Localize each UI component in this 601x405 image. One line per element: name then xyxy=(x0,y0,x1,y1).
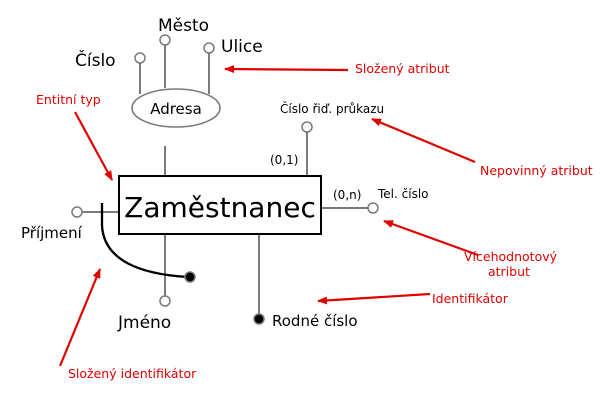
optional-attr-note: Nepovinný atribut xyxy=(480,163,593,178)
entity-box xyxy=(118,175,322,235)
ulice-circle xyxy=(203,42,215,54)
first-name-label: Jméno xyxy=(117,313,171,333)
multivalued-attr-arrow xyxy=(383,219,479,257)
optional-attr-cardinality: (0,1) xyxy=(270,153,298,167)
composite-identifier-curve xyxy=(100,203,189,279)
composite-attr-note: Složený atribut xyxy=(355,61,450,76)
composite-attr-arrow xyxy=(224,65,349,74)
multivalued-attr-note-line2: atribut xyxy=(488,264,530,279)
composite-identifier-arrow xyxy=(58,268,102,367)
mesto-circle xyxy=(159,34,171,46)
cislo-circle xyxy=(134,52,146,64)
surname-label: Příjmení xyxy=(21,224,83,242)
identifier-label: Rodné číslo xyxy=(272,312,358,330)
surname-circle xyxy=(71,206,83,218)
entity-type-note: Entitní typ xyxy=(36,92,101,107)
first-name-circle xyxy=(159,295,171,307)
ulice-label: Ulice xyxy=(221,37,263,57)
multivalued-attr-circle xyxy=(367,202,379,214)
identifier-arrow xyxy=(317,292,431,305)
identifier-note: Identifikátor xyxy=(432,291,509,306)
entity-type-arrow xyxy=(74,111,113,181)
multivalued-attr-note-line1: Vícehodnotový xyxy=(464,249,558,264)
composite-identifier-note: Složený identifikátor xyxy=(68,366,197,381)
cislo-label: Číslo xyxy=(75,49,116,71)
multivalued-attr-label: Tel. číslo xyxy=(377,187,429,201)
multivalued-attr-cardinality: (0,n) xyxy=(333,188,361,202)
composite-identifier-dot xyxy=(184,271,196,283)
adresa-label: Adresa xyxy=(150,100,202,118)
entity-name: Zaměstnanec xyxy=(124,191,316,224)
identifier-dot xyxy=(253,313,265,325)
optional-attr-arrow xyxy=(371,117,476,164)
adresa-ellipse xyxy=(131,88,221,128)
mesto-label: Město xyxy=(158,16,209,36)
connector-lines xyxy=(82,45,368,314)
optional-attr-label: Číslo řiď. průkazu xyxy=(280,101,384,116)
optional-attr-circle xyxy=(301,121,313,133)
